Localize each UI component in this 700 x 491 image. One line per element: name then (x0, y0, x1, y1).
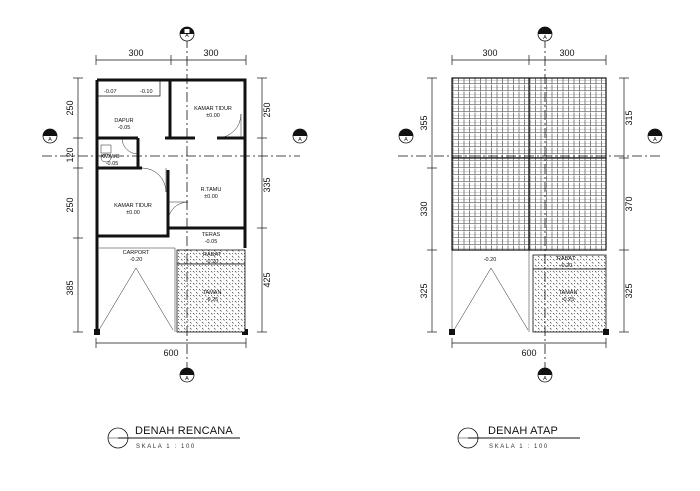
room-level-teras: -0.05 (205, 239, 218, 245)
roof-labels: -0.20 RABAT -0.20 TAMAN -0.25 (484, 256, 578, 303)
roof-plan-title: DENAH ATAP (488, 425, 558, 437)
room-label-1: -0.07 (104, 89, 117, 95)
section-marker-right: A (292, 128, 308, 144)
room-labels: -0.07 -0.10 DAPUR -0.05 KAMAR TIDUR ±0.0… (101, 89, 232, 303)
room-level-kamar-tidur-1: ±0.00 (206, 113, 220, 119)
room-label-kamar-tidur-2: KAMAR TIDUR (114, 203, 152, 209)
roof-label-rabat: RABAT (557, 256, 576, 262)
room-level-rabat: -0.20 (206, 259, 219, 265)
roof-plan-scale: SKALA 1 : 100 (489, 444, 549, 450)
dim-left-2: 120 (65, 147, 75, 162)
section-marker-label: A (653, 137, 657, 143)
room-label-dapur: DAPUR (114, 118, 133, 124)
roof-section-marker-top: A (537, 26, 553, 42)
room-label-r-tamu: R.TAMU (201, 187, 222, 193)
room-label-kamar-tidur-1: KAMAR TIDUR (194, 106, 232, 112)
dimension-right: 315 370 325 (619, 77, 634, 333)
section-marker-label: A (185, 376, 189, 382)
roof-plan: 300 300 355 330 325 315 370 325 (398, 26, 663, 450)
section-marker-bottom: A (179, 367, 195, 383)
roof-section-marker-bottom: A (537, 367, 553, 383)
roof-dim-left-1: 355 (419, 115, 429, 130)
dimension-top: 300 300 (451, 48, 607, 65)
section-marker-label: A (543, 376, 547, 382)
roof-dim-right-2: 370 (624, 196, 634, 211)
floor-plan: 300 300 250 120 250 385 250 335 425 (42, 26, 308, 450)
room-label-taman: TAMAN (203, 290, 222, 296)
roof-section-marker-right: A (647, 128, 663, 144)
roof-dim-right-3: 325 (624, 283, 634, 298)
dim-left-4: 385 (65, 280, 75, 295)
room-level-r-tamu: ±0.00 (204, 194, 218, 200)
room-label-kmwc: KM/WC (101, 154, 120, 160)
roof-label-carport-level: -0.20 (484, 257, 497, 263)
roof-tiles (451, 77, 607, 251)
title-block-left: DENAH RENCANA SKALA 1 : 100 (107, 425, 240, 450)
dimension-bottom: 600 (95, 338, 247, 358)
roof-dim-left-2: 330 (419, 201, 429, 216)
dim-left-3: 250 (65, 197, 75, 212)
roof-dim-top-2: 300 (559, 48, 574, 58)
room-level-kamar-tidur-2: ±0.00 (126, 210, 140, 216)
section-marker-label: A (48, 137, 52, 143)
roof-dim-top-1: 300 (482, 48, 497, 58)
room-label-rabat: RABAT (203, 252, 222, 258)
roof-carport-lines (449, 250, 609, 335)
carport-lines (98, 247, 176, 332)
dimension-left: 250 120 250 385 (65, 77, 83, 333)
title-block-right: DENAH ATAP SKALA 1 : 100 (457, 425, 580, 450)
roof-level-taman: -0.25 (562, 297, 575, 303)
section-marker-top: A (179, 26, 195, 42)
roof-dim-left-3: 325 (419, 283, 429, 298)
dim-bottom: 600 (163, 348, 178, 358)
section-marker-label: A (404, 137, 408, 143)
dimension-right: 250 335 425 (257, 77, 272, 333)
plan-scale: SKALA 1 : 100 (136, 444, 196, 450)
taman-hatch (176, 263, 246, 333)
room-level-kmwc: -0.05 (106, 161, 119, 167)
room-label-teras: TERAS (202, 232, 221, 238)
roof-dim-bottom: 600 (521, 348, 536, 358)
roof-section-marker-left: A (398, 128, 414, 144)
room-level-carport: -0.20 (130, 257, 143, 263)
section-marker-label: A (185, 33, 189, 39)
roof-label-taman: TAMAN (559, 290, 578, 296)
dimension-left: 355 330 325 (419, 77, 437, 333)
roof-dim-right-1: 315 (624, 110, 634, 125)
dim-right-3: 425 (262, 272, 272, 287)
dim-top-2: 300 (203, 48, 218, 58)
dim-right-1: 250 (262, 102, 272, 117)
roof-level-rabat: -0.20 (560, 263, 573, 269)
dim-top-1: 300 (128, 48, 143, 58)
plan-title: DENAH RENCANA (135, 425, 233, 437)
doors (121, 113, 242, 223)
dimension-bottom: 600 (451, 338, 607, 358)
room-level-taman: -0.25 (206, 297, 219, 303)
room-label-2: -0.10 (140, 89, 153, 95)
dim-right-2: 335 (262, 177, 272, 192)
dimension-top: 300 300 (95, 48, 247, 65)
room-label-carport: CARPORT (123, 250, 150, 256)
section-marker-label: A (298, 137, 302, 143)
section-marker-left: A (42, 128, 58, 144)
section-marker-label: A (543, 35, 547, 41)
room-level-dapur: -0.05 (118, 125, 131, 131)
dim-left-1: 250 (65, 100, 75, 115)
toilet-icon (100, 144, 112, 163)
